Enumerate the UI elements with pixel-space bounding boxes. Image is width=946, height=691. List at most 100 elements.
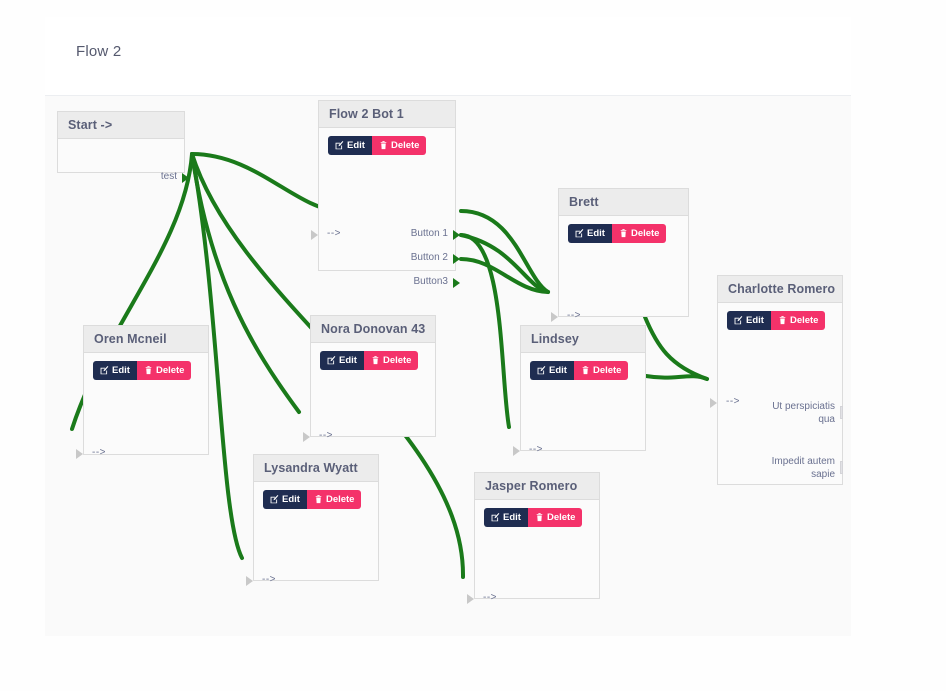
input-port-label: --> — [483, 592, 497, 603]
node-actions: Edit Delete — [263, 490, 362, 509]
delete-button[interactable]: Delete — [371, 136, 427, 155]
edit-button[interactable]: Edit — [568, 224, 612, 243]
edit-button[interactable]: Edit — [263, 490, 307, 509]
output-port-marker[interactable] — [453, 230, 460, 240]
edge — [190, 152, 340, 213]
delete-button[interactable]: Delete — [306, 490, 362, 509]
input-port-marker[interactable] — [513, 446, 520, 456]
delete-button[interactable]: Delete — [527, 508, 583, 527]
delete-button[interactable]: Delete — [611, 224, 667, 243]
edit-button[interactable]: Edit — [320, 351, 364, 370]
input-port-marker[interactable] — [76, 449, 83, 459]
trash-icon — [536, 513, 543, 522]
trash-icon — [779, 316, 786, 325]
edit-button[interactable]: Edit — [93, 361, 137, 380]
trash-icon — [145, 366, 152, 375]
node-actions: Edit Delete — [484, 508, 583, 527]
node-title: Lindsey — [521, 326, 645, 353]
node-body: Edit Delete --> — [467, 500, 599, 604]
edit-button-label: Edit — [282, 494, 300, 505]
edit-button-label: Edit — [503, 512, 521, 523]
input-port-label: --> — [319, 430, 333, 441]
input-port-marker[interactable] — [551, 312, 558, 322]
output-port-marker[interactable] — [453, 254, 460, 264]
node-body: test — [58, 139, 189, 183]
edge — [643, 315, 709, 381]
trash-icon — [582, 366, 589, 375]
node-title: Brett — [559, 189, 688, 216]
output-port-label: Button 2 — [410, 252, 448, 263]
input-port-marker[interactable] — [311, 230, 318, 240]
node-title: Flow 2 Bot 1 — [319, 101, 455, 128]
trash-icon — [380, 141, 387, 150]
edge — [459, 233, 511, 429]
pencil-square-icon — [575, 229, 584, 238]
edit-button-label: Edit — [112, 365, 130, 376]
pencil-square-icon — [491, 513, 500, 522]
delete-button[interactable]: Delete — [573, 361, 629, 380]
edit-button[interactable]: Edit — [328, 136, 372, 155]
edit-button[interactable]: Edit — [484, 508, 528, 527]
output-port-label: Impedit autem sapie — [771, 456, 835, 480]
delete-button-label: Delete — [546, 512, 576, 523]
delete-button-label: Delete — [382, 355, 412, 366]
node-nora_donovan[interactable]: Nora Donovan 43 Edit Delete --> — [303, 315, 436, 442]
pencil-square-icon — [335, 141, 344, 150]
edge — [459, 257, 550, 294]
input-port-marker[interactable] — [710, 398, 717, 408]
edge — [459, 233, 550, 294]
delete-button-label: Delete — [155, 365, 185, 376]
node-title: Start -> — [58, 112, 184, 139]
edit-button[interactable]: Edit — [727, 311, 771, 330]
delete-button-label: Delete — [390, 140, 420, 151]
node-body: Edit Delete --> — [303, 343, 435, 442]
delete-button[interactable]: Delete — [770, 311, 826, 330]
node-start[interactable]: Start ->test — [57, 111, 189, 183]
pencil-square-icon — [100, 366, 109, 375]
node-actions: Edit Delete — [328, 136, 427, 155]
edge — [459, 209, 550, 294]
edit-button-label: Edit — [549, 365, 567, 376]
pencil-square-icon — [327, 356, 336, 365]
input-port-label: --> — [726, 396, 740, 407]
header-panel: Flow 2 — [45, 17, 851, 96]
edge — [644, 374, 709, 381]
output-port-marker[interactable] — [840, 406, 843, 419]
edit-button[interactable]: Edit — [530, 361, 574, 380]
node-title: Jasper Romero — [475, 473, 599, 500]
page-title: Flow 2 — [76, 43, 122, 60]
output-port-marker[interactable] — [453, 278, 460, 288]
delete-button[interactable]: Delete — [363, 351, 419, 370]
output-port-label: Ut perspiciatis qua — [772, 401, 835, 425]
input-port-label: --> — [529, 444, 543, 455]
node-body: Edit Delete --> — [513, 353, 645, 456]
trash-icon — [372, 356, 379, 365]
output-port-marker[interactable] — [182, 173, 189, 183]
pencil-square-icon — [537, 366, 546, 375]
input-port-label: --> — [327, 228, 341, 239]
delete-button[interactable]: Delete — [136, 361, 192, 380]
delete-button-label: Delete — [630, 228, 660, 239]
node-title: Nora Donovan 43 — [311, 316, 435, 343]
input-port-marker[interactable] — [246, 576, 253, 586]
trash-icon — [315, 495, 322, 504]
input-port-marker[interactable] — [467, 594, 474, 604]
edit-button-label: Edit — [587, 228, 605, 239]
output-port-marker[interactable] — [840, 461, 843, 474]
node-title: Charlotte Romero — [718, 276, 842, 303]
input-port-marker[interactable] — [303, 432, 310, 442]
